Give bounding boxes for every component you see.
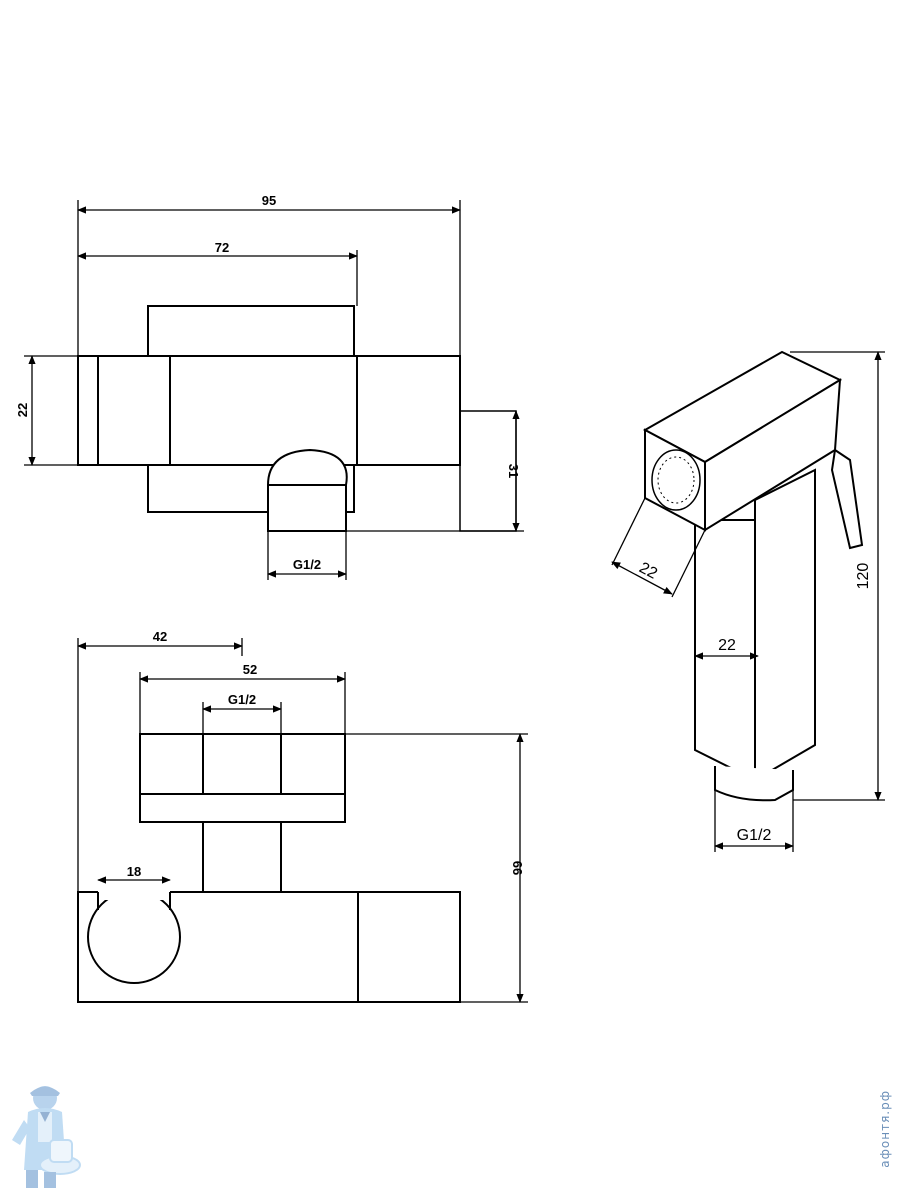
plumber-mascot-icon — [12, 1086, 81, 1188]
dim-body-width: 52 — [243, 662, 257, 677]
dim-head-size: 22 — [636, 559, 660, 582]
dim-knob-diameter: 18 — [127, 864, 141, 879]
dim-thread-sprayer: G1/2 — [737, 827, 772, 844]
front-view: 42 52 G1/2 66 18 — [77, 629, 528, 1003]
dim-thread-front: G1/2 — [228, 692, 256, 707]
dim-knob-offset: 42 — [153, 629, 167, 644]
dim-overall-length: 95 — [262, 193, 276, 208]
dim-sprayer-length: 120 — [855, 563, 872, 590]
dim-handle-length: 72 — [215, 240, 229, 255]
sprayer-view: 22 22 120 G1/2 — [611, 350, 885, 852]
dim-handle-width: 22 — [718, 637, 736, 654]
watermark-text: афонтя.рф — [878, 1090, 892, 1168]
dim-thread-top: G1/2 — [293, 557, 321, 572]
dim-height: 22 — [15, 403, 30, 417]
dim-outlet-height: 31 — [506, 464, 521, 478]
top-view: 95 72 22 31 G1/2 — [15, 193, 524, 580]
dim-front-height: 66 — [510, 861, 525, 875]
